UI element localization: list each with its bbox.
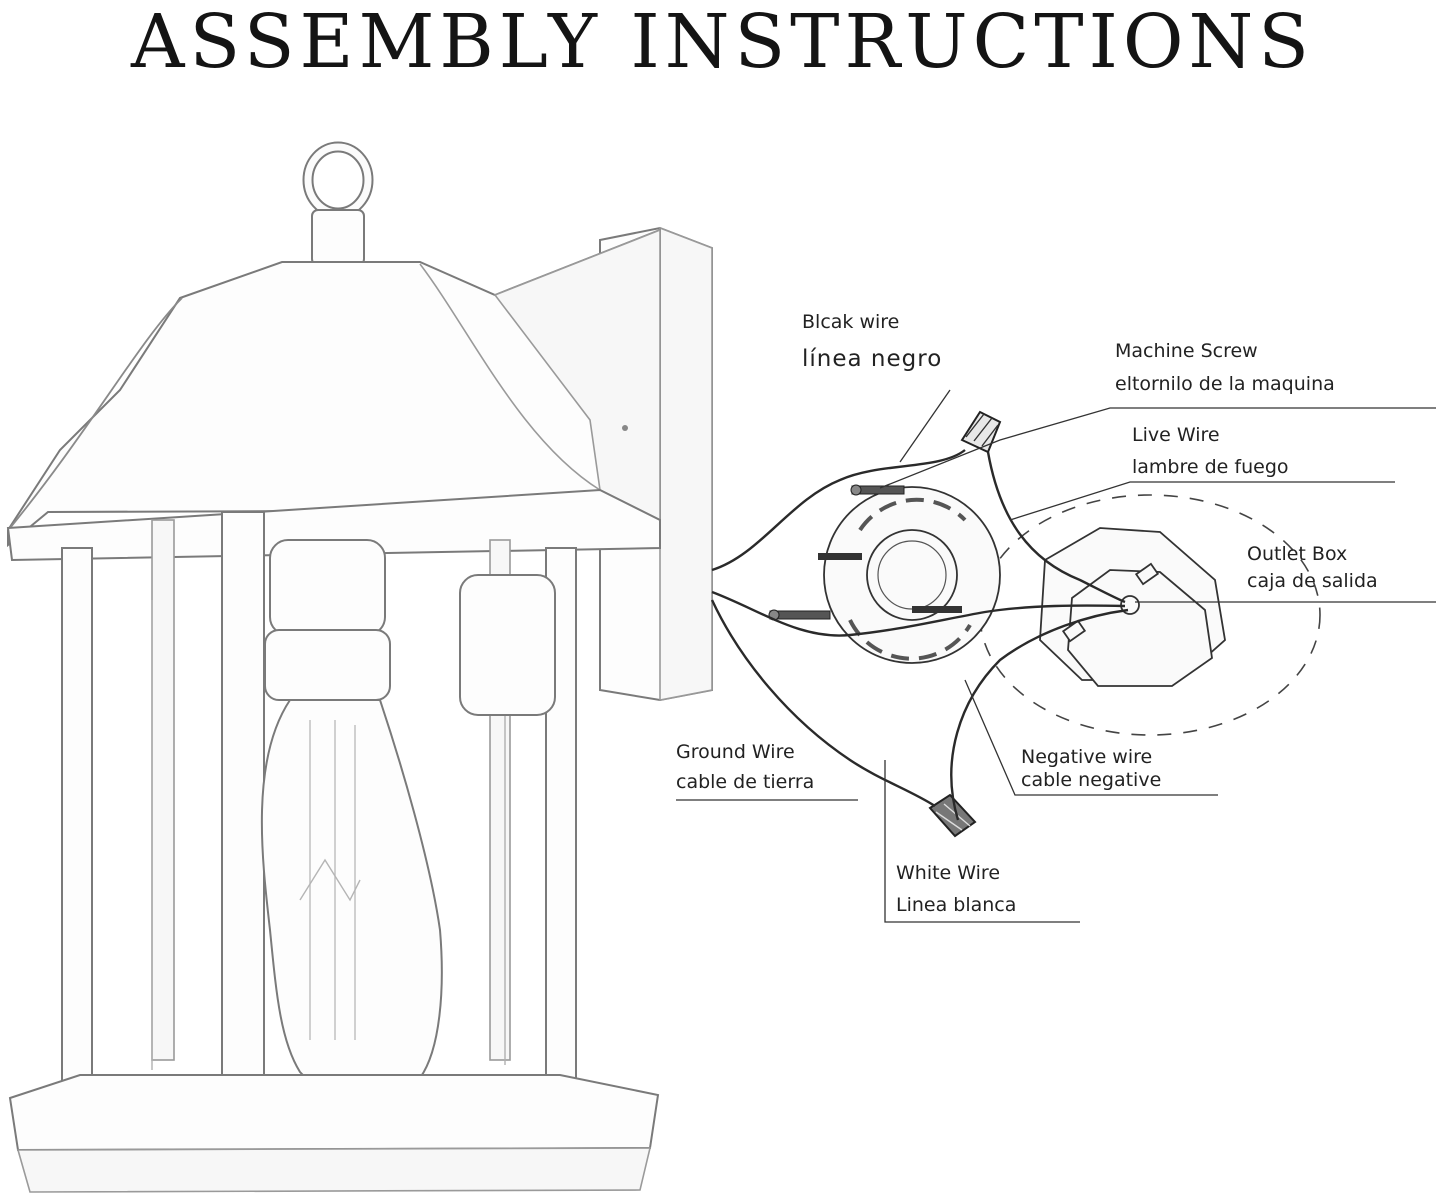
live-wire-label-en: Live Wire <box>1132 424 1220 446</box>
machine-screw-label-es: eltornilo de la maquina <box>1115 373 1335 395</box>
ground-wire-label-en: Ground Wire <box>676 741 795 763</box>
white-wire-label-en: White Wire <box>896 862 1000 884</box>
leader-lines <box>676 389 1436 923</box>
label-ground-wire: Ground Wire cable de tierra <box>676 741 814 793</box>
wire-nut-bottom <box>928 793 977 838</box>
machine-screw-label-en: Machine Screw <box>1115 340 1258 362</box>
outlet-box-label-en: Outlet Box <box>1247 543 1347 565</box>
mounting-plate <box>818 486 1001 664</box>
label-outlet-box: Outlet Box caja de salida <box>1247 543 1378 592</box>
light-bulb <box>260 539 443 1094</box>
wall-lantern-illustration <box>6 141 713 1193</box>
negative-wire-label-en: Negative wire <box>1021 746 1152 768</box>
label-machine-screw: Machine Screw eltornilo de la maquina <box>1115 340 1335 395</box>
negative-wire-label-es: cable negative <box>1021 769 1161 791</box>
label-black-wire: Blcak wire línea negro <box>802 311 942 372</box>
outlet-box-outline <box>979 494 1321 736</box>
lantern-roof <box>6 228 661 562</box>
label-white-wire: White Wire Linea blanca <box>896 862 1016 916</box>
live-wire-label-es: lambre de fuego <box>1132 456 1289 478</box>
white-wire-label-es: Linea blanca <box>896 894 1016 916</box>
wiring-components <box>710 410 1321 838</box>
black-wire-label-en: Blcak wire <box>802 311 899 333</box>
outlet-box <box>1039 527 1226 687</box>
hanging-ring <box>302 141 374 266</box>
label-negative-wire: Negative wire cable negative <box>1021 746 1161 791</box>
ground-wire-label-es: cable de tierra <box>676 771 814 793</box>
machine-screws <box>768 484 905 621</box>
wire-housing <box>459 574 556 716</box>
lantern-base <box>8 1074 660 1193</box>
outlet-box-label-es: caja de salida <box>1247 570 1378 592</box>
wire-nut-top <box>960 410 1002 454</box>
black-wire-label-es: línea negro <box>802 346 942 372</box>
page-title: ASSEMBLY INSTRUCTIONS <box>131 0 1314 85</box>
label-live-wire: Live Wire lambre de fuego <box>1132 424 1289 478</box>
